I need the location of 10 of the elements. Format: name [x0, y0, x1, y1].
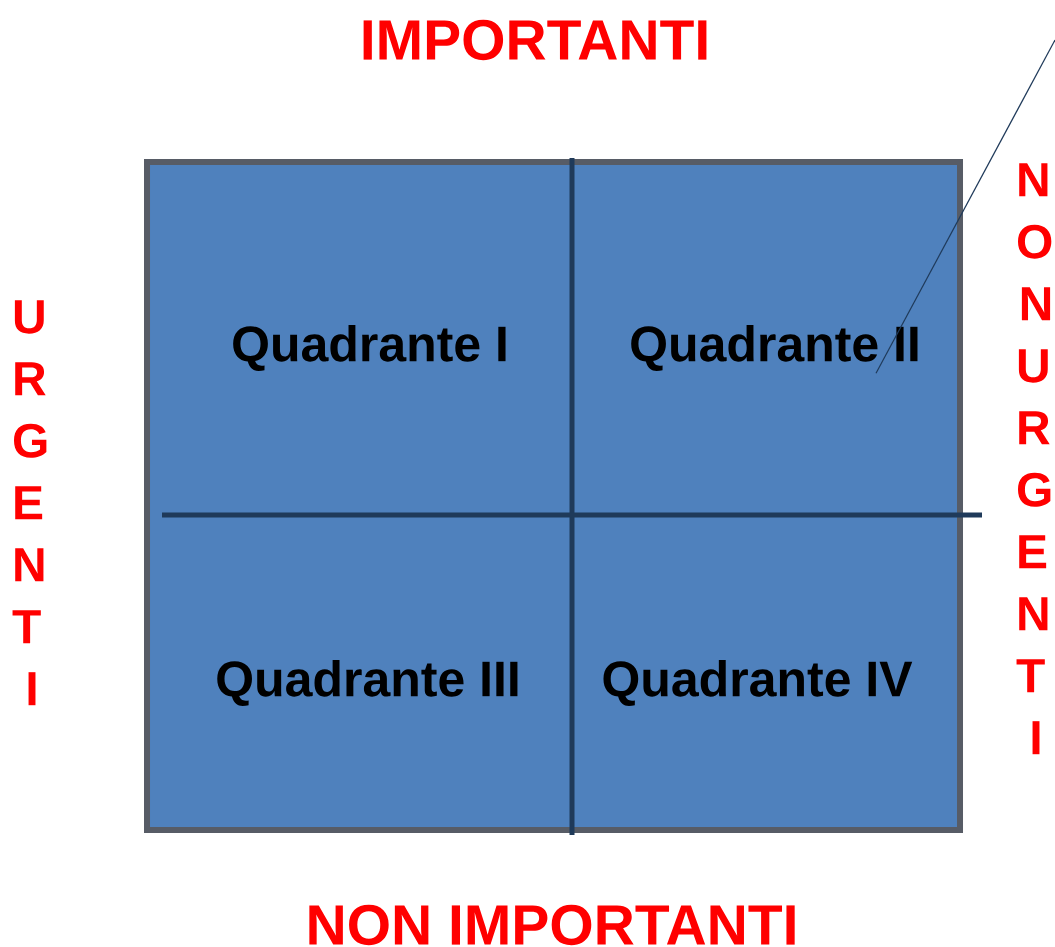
quadrant-label: Quadrante III — [217, 659, 518, 707]
axis-label: URGENTI — [12, 300, 47, 706]
quadrant-label: Quadrante IV — [603, 659, 913, 707]
quadrant-label: Quadrante I — [233, 324, 506, 372]
quadrant-grid — [144, 159, 963, 833]
heading: IMPORTANTI — [363, 19, 707, 61]
axis-label: NON URGENTI — [1016, 163, 1052, 755]
axis-label: NON IMPORTANTI — [309, 904, 795, 946]
leader-line — [875, 39, 1055, 374]
quadrant-label: Quadrante II — [631, 324, 918, 372]
